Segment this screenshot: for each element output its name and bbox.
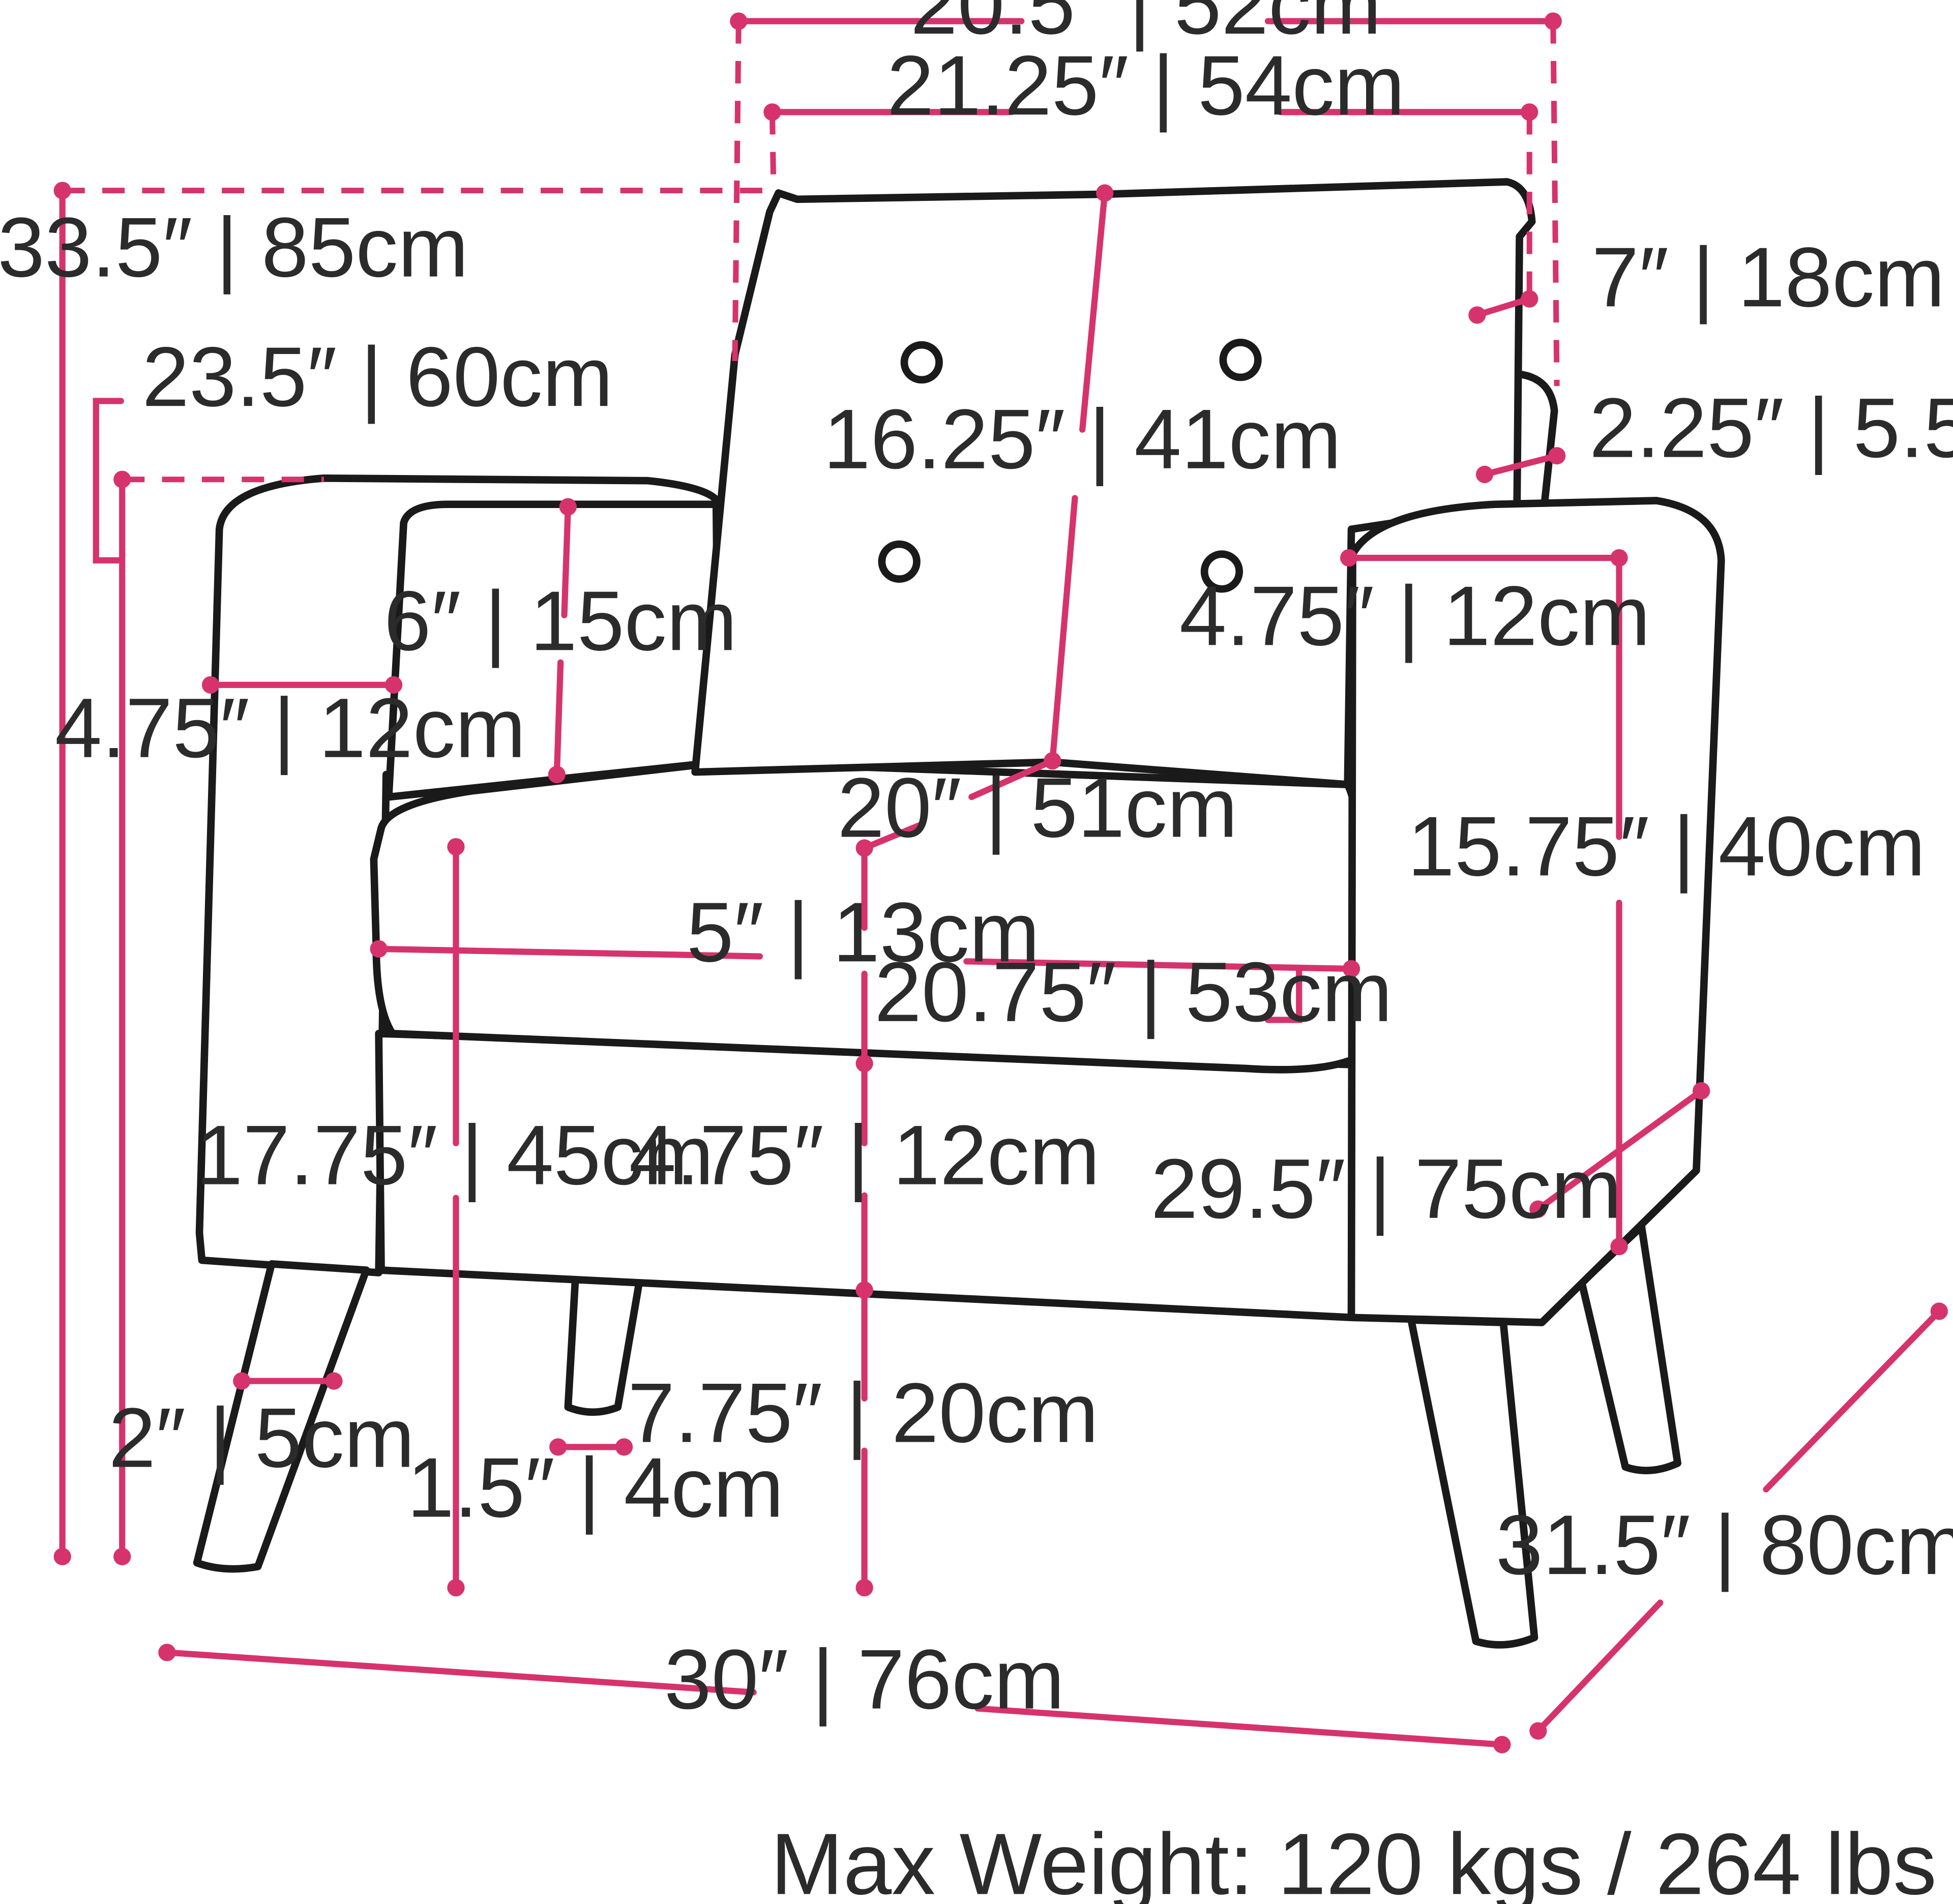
label-overall-width: 30″ | 76cm (664, 1632, 1064, 1727)
front-left-leg (193, 1260, 370, 1573)
endpoint (1930, 1302, 1948, 1320)
endpoint (559, 498, 577, 516)
endpoint (1493, 1736, 1511, 1753)
endpoint (763, 103, 781, 121)
endpoint (1544, 12, 1562, 30)
endpoint (1692, 1082, 1710, 1100)
endpoint (1610, 549, 1628, 567)
endpoint (730, 12, 748, 30)
tufting-button-bottom-left (878, 540, 921, 583)
label-right-arm-height: 15.75″ | 40cm (1407, 799, 1926, 894)
label-left-arm-width: 4.75″ | 12cm (55, 681, 526, 776)
endpoint (113, 470, 131, 488)
label-back-cushion-height: 16.25″ | 41cm (823, 392, 1342, 487)
label-arm-to-seat-height: 6″ | 15cm (384, 574, 737, 668)
label-back-outer-width: 20.5″ | 52cm (910, 0, 1381, 52)
tufting-button-top-right (1219, 339, 1262, 381)
endpoint (447, 1579, 465, 1597)
label-seat-width: 20.75″ | 53cm (874, 945, 1393, 1039)
endpoint (855, 839, 873, 857)
endpoint (158, 1644, 176, 1661)
label-arm-depth: 29.5″ | 75cm (1151, 1142, 1622, 1236)
endpoint (855, 1579, 873, 1597)
label-arm-height: 23.5″ | 60cm (142, 330, 613, 424)
endpoint (1096, 184, 1114, 202)
endpoint (1342, 960, 1360, 978)
label-leg-bottom-width: 1.5″ | 4cm (407, 1440, 784, 1535)
label-seat-depth: 20″ | 51cm (837, 760, 1237, 855)
label-seat-height: 17.75″ | 45cm (196, 1108, 714, 1203)
front-right-leg (1407, 1316, 1538, 1649)
label-leg-top-width: 2″ | 5cm (109, 1391, 415, 1485)
endpoint (201, 676, 220, 694)
endpoint (1529, 1200, 1547, 1218)
endpoint (1548, 447, 1566, 465)
endpoint (855, 1055, 873, 1073)
label-overall-depth: 31.5″ | 80cm (1496, 1498, 1953, 1592)
label-base-height: 4.75″ | 12cm (629, 1108, 1100, 1203)
endpoint (548, 765, 566, 784)
endpoint (384, 676, 403, 694)
endpoint (1521, 290, 1538, 308)
endpoint (855, 1281, 873, 1299)
endpoint (53, 182, 71, 199)
label-right-arm-width: 4.75″ | 12cm (1179, 569, 1650, 663)
label-leg-height: 7.75″ | 20cm (628, 1366, 1099, 1461)
endpoint (1529, 1722, 1547, 1740)
endpoint (447, 838, 465, 856)
label-seat-cushion-thickness: 5″ | 13cm (687, 885, 1040, 979)
tufting-button-top-left (900, 341, 943, 384)
endpoint (1340, 549, 1358, 567)
max-weight-note: Max Weight: 120 kgs / 264 lbs (771, 1816, 1937, 1904)
endpoint (113, 1548, 131, 1565)
armchair-outline (193, 178, 1725, 1649)
label-cushion-depth-top: 7″ | 18cm (1592, 230, 1945, 324)
endpoint (370, 940, 388, 958)
label-back-gap: 2.25″ | 5.5cm (1589, 381, 1953, 475)
dimension-lines (53, 12, 1948, 1753)
back-left-leg (564, 1272, 644, 1416)
endpoint (53, 1548, 71, 1565)
endpoint (233, 1372, 251, 1390)
endpoint (1475, 465, 1494, 484)
right-arm (1347, 497, 1725, 1326)
endpoint (1521, 103, 1538, 121)
endpoint (615, 1438, 633, 1456)
endpoint (1610, 1237, 1628, 1256)
endpoint (549, 1438, 567, 1456)
back-right-leg (1578, 1223, 1681, 1474)
endpoint (325, 1372, 343, 1390)
label-overall-height: 33.5″ | 85cm (0, 200, 468, 295)
endpoint (1468, 306, 1486, 324)
label-back-inner-width: 21.25″ | 54cm (887, 38, 1405, 133)
tufting-button-bottom-right (1200, 550, 1244, 593)
